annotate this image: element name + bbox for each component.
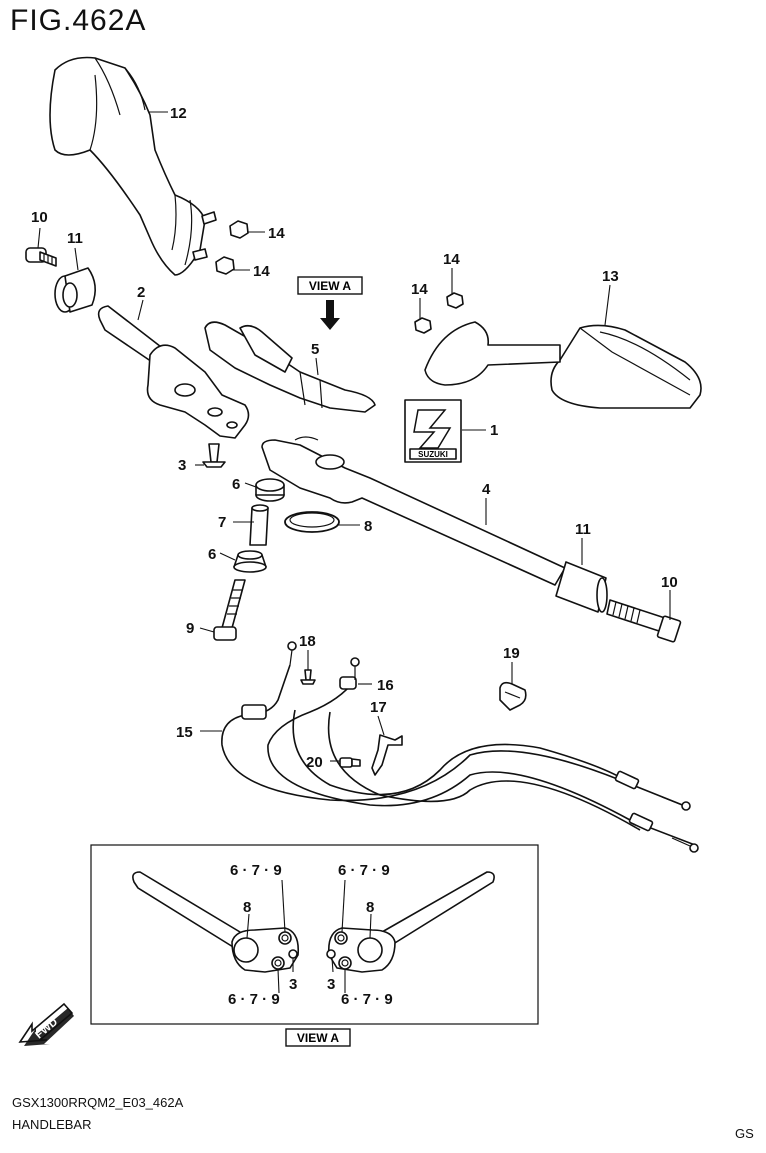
callout-10: 10	[661, 574, 678, 591]
fwd-arrow-icon: FWD	[18, 1002, 74, 1046]
figure-title: FIG.462A	[10, 4, 147, 37]
callout-17: 17	[370, 699, 387, 716]
detail-label-right-8: 8	[366, 899, 374, 916]
clamp-screw-part[interactable]	[339, 757, 361, 768]
figure-code: GSX1300RRQM2_E03_462A	[12, 1095, 184, 1110]
callout-18: 18	[299, 633, 316, 650]
callout-1: 1	[490, 422, 498, 439]
handlebar-left-part[interactable]	[97, 305, 250, 439]
bar-end-weight-right[interactable]	[555, 561, 608, 613]
callout-14: 14	[443, 251, 460, 268]
cable-clip-part[interactable]	[499, 681, 527, 711]
detail-label-right-bottom: 6 · 7 · 9	[341, 991, 393, 1008]
bolt-part[interactable]	[213, 579, 246, 641]
mirror-left-part[interactable]	[49, 56, 217, 276]
detail-left-handlebar	[132, 871, 300, 973]
callout-8: 8	[364, 518, 372, 535]
callout-9: 9	[186, 620, 194, 637]
view-a-detail: 6 · 7 · 9 8 3 6 · 7 · 9 6 · 7 · 9 8 3 6 …	[90, 844, 539, 1025]
callout-11: 11	[67, 230, 83, 247]
callout-7: 7	[218, 514, 226, 531]
handlebar-right-part[interactable]	[261, 436, 566, 586]
callout-20: 20	[306, 754, 323, 771]
callout-12: 12	[170, 105, 187, 122]
callout-6: 6	[232, 476, 240, 493]
callout-14: 14	[268, 225, 285, 242]
bar-end-bolt-right[interactable]	[606, 599, 682, 643]
callout-15: 15	[176, 724, 193, 741]
spacer-lower-part[interactable]	[233, 550, 267, 573]
leader-lines	[37, 111, 671, 762]
callout-5: 5	[311, 341, 319, 358]
screw-part[interactable]	[202, 443, 226, 468]
callout-19: 19	[503, 645, 520, 662]
cable-clamp-part[interactable]	[371, 734, 403, 776]
detail-label-left-3: 3	[289, 976, 297, 993]
nut-part[interactable]	[215, 220, 249, 275]
callout-numbers: 12 14 14 10 11 2 5 14 14 13 1 4 3 6 7 8 …	[31, 105, 678, 771]
small-screw-part[interactable]	[300, 669, 316, 685]
spacer-part[interactable]	[255, 478, 285, 502]
view-a-tag: VIEW A	[309, 279, 352, 293]
view-a-marker: VIEW A	[297, 276, 363, 330]
collar-part[interactable]	[249, 504, 269, 546]
detail-label-right-3: 3	[327, 976, 335, 993]
callout-11: 11	[575, 521, 591, 538]
emblem-text: SUZUKI	[418, 450, 448, 459]
handlebar-bracket-part[interactable]	[204, 321, 376, 413]
region-code: GS	[735, 1126, 754, 1141]
o-ring-part[interactable]	[284, 511, 340, 533]
callout-14: 14	[253, 263, 270, 280]
callout-10: 10	[31, 209, 48, 226]
bar-end-bolt-left[interactable]	[25, 247, 57, 267]
detail-label-left-bottom: 6 · 7 · 9	[228, 991, 280, 1008]
bar-end-weight-left[interactable]	[54, 267, 96, 313]
nut-part-right[interactable]	[414, 292, 464, 334]
figure-name: HANDLEBAR	[12, 1117, 92, 1132]
detail-label-left-8: 8	[243, 899, 251, 916]
detail-label-right-top: 6 · 7 · 9	[338, 862, 390, 879]
callout-6: 6	[208, 546, 216, 563]
callout-14: 14	[411, 281, 428, 298]
throttle-cables-part[interactable]	[221, 641, 699, 853]
callout-16: 16	[377, 677, 394, 694]
callout-13: 13	[602, 268, 619, 285]
callout-4: 4	[482, 481, 491, 498]
callout-3: 3	[178, 457, 186, 474]
suzuki-emblem-part[interactable]: SUZUKI	[404, 399, 462, 463]
callout-2: 2	[137, 284, 145, 301]
detail-label-left-top: 6 · 7 · 9	[230, 862, 282, 879]
mirror-right-part[interactable]	[424, 321, 702, 409]
view-a-caption: VIEW A	[285, 1028, 351, 1047]
view-a-caption-text: VIEW A	[297, 1031, 340, 1045]
detail-right-handlebar	[326, 871, 495, 973]
